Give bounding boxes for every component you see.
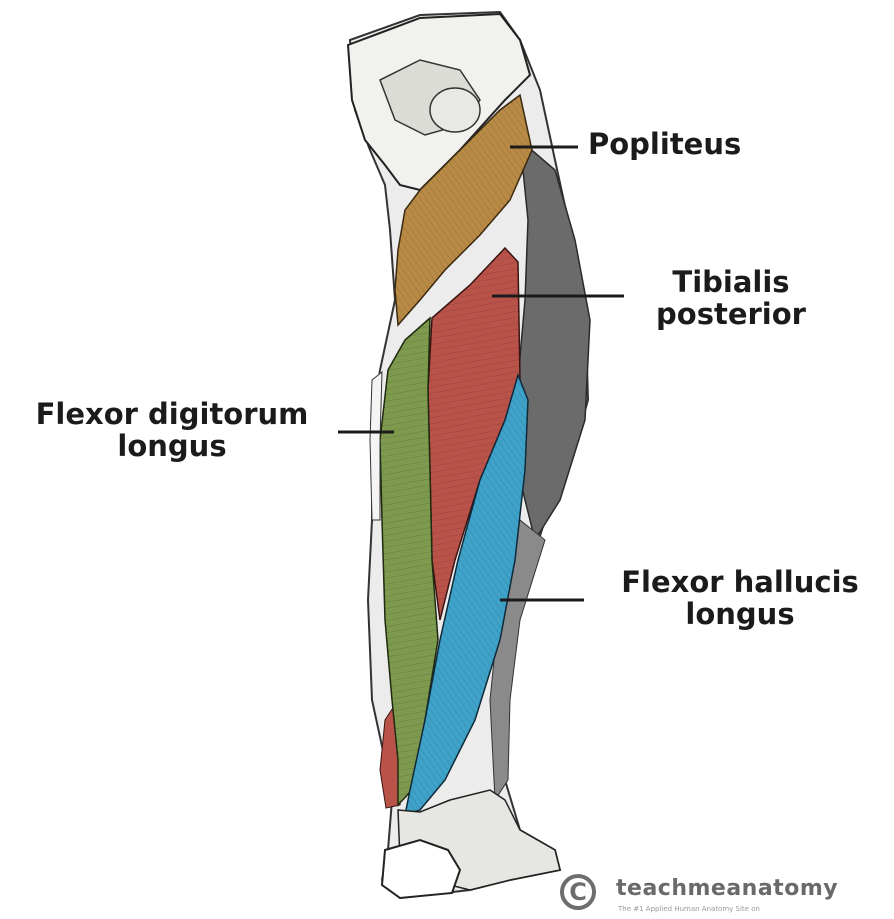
watermark-brand: teachmeanatomy <box>616 876 838 901</box>
label-tibialis-posterior-line-1: Tibialis <box>646 266 816 298</box>
label-tibialis-posterior: Tibialis posterior <box>646 266 816 330</box>
watermark: C teachmeanatomy The #1 Applied Human An… <box>560 874 890 918</box>
medial-tendon-edge <box>370 372 382 520</box>
label-flexor-digitorum-longus: Flexor digitorum longus <box>10 398 334 462</box>
label-popliteus: Popliteus <box>588 128 741 160</box>
label-flexor-hallucis-longus-line-2: longus <box>607 598 873 630</box>
label-flexor-hallucis-longus-line-1: Flexor hallucis <box>607 566 873 598</box>
watermark-tagline: The #1 Applied Human Anatomy Site on <box>618 905 760 913</box>
label-tibialis-posterior-line-2: posterior <box>646 298 816 330</box>
label-flexor-hallucis-longus: Flexor hallucis longus <box>607 566 873 630</box>
copyright-icon: C <box>560 874 596 910</box>
label-flexor-digitorum-longus-line-1: Flexor digitorum <box>10 398 334 430</box>
knee-detail-2 <box>430 88 480 132</box>
lateral-shading <box>518 140 590 540</box>
label-flexor-digitorum-longus-line-2: longus <box>10 430 334 462</box>
